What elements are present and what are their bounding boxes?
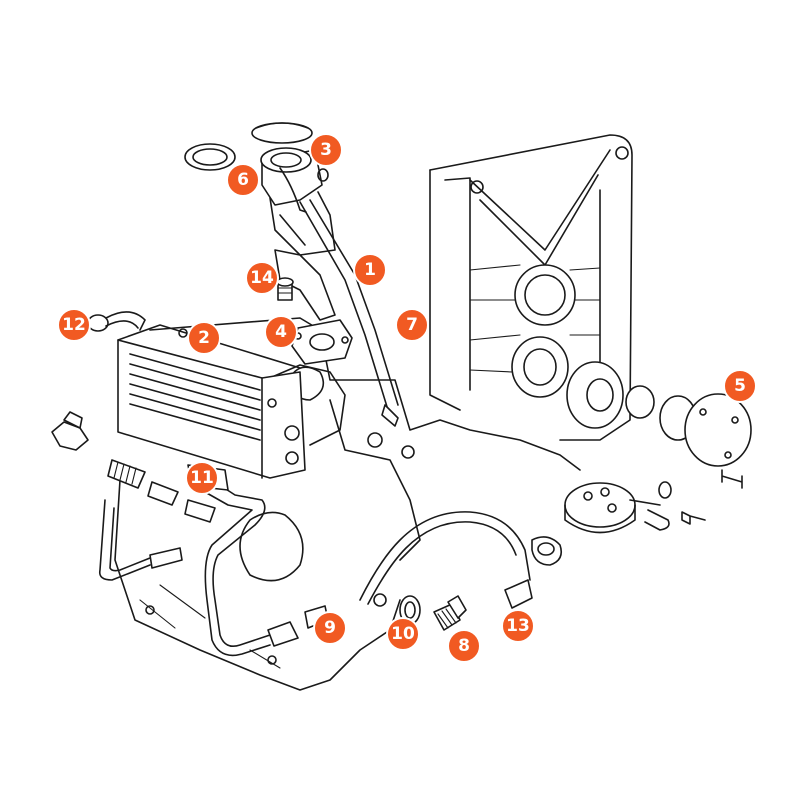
callout-9: 9	[313, 611, 347, 645]
svg-text:6: 6	[237, 170, 249, 190]
svg-text:10: 10	[391, 624, 415, 644]
svg-text:13: 13	[506, 616, 530, 636]
svg-text:11: 11	[190, 468, 214, 488]
callout-6: 6	[226, 163, 260, 197]
oil-filler-neck	[184, 122, 399, 427]
svg-text:3: 3	[320, 140, 332, 160]
callout-8: 8	[447, 629, 481, 663]
svg-text:1: 1	[364, 260, 376, 280]
callout-11: 11	[185, 461, 219, 495]
svg-text:2: 2	[198, 328, 210, 348]
bolt	[276, 277, 294, 301]
support-frame	[429, 134, 633, 441]
svg-text:9: 9	[324, 618, 336, 638]
water-pump-assembly	[566, 361, 752, 525]
callout-14: 14	[245, 261, 279, 295]
callout-1: 1	[353, 253, 387, 287]
drain-plug-left	[51, 411, 179, 506]
gasket	[291, 319, 353, 365]
callout-2: 2	[187, 321, 221, 355]
svg-text:4: 4	[275, 322, 287, 342]
oil-lines-lower	[98, 464, 329, 657]
sensor-wire	[359, 511, 563, 609]
pulley-cover	[564, 481, 672, 534]
callout-10: 10	[386, 617, 420, 651]
svg-text:8: 8	[458, 636, 470, 656]
washer-and-plug	[399, 595, 467, 631]
svg-text:14: 14	[250, 268, 274, 288]
svg-text:7: 7	[406, 315, 418, 335]
svg-text:5: 5	[734, 376, 746, 396]
oil-line-upper	[87, 311, 146, 332]
callout-3: 3	[309, 133, 343, 167]
callout-12: 12	[57, 308, 91, 342]
engine-block	[114, 317, 581, 691]
svg-text:12: 12	[62, 315, 86, 335]
callout-5: 5	[723, 369, 757, 403]
oil-cooler	[117, 324, 306, 479]
callout-13: 13	[501, 609, 535, 643]
callout-4: 4	[264, 315, 298, 349]
callout-7: 7	[395, 308, 429, 342]
